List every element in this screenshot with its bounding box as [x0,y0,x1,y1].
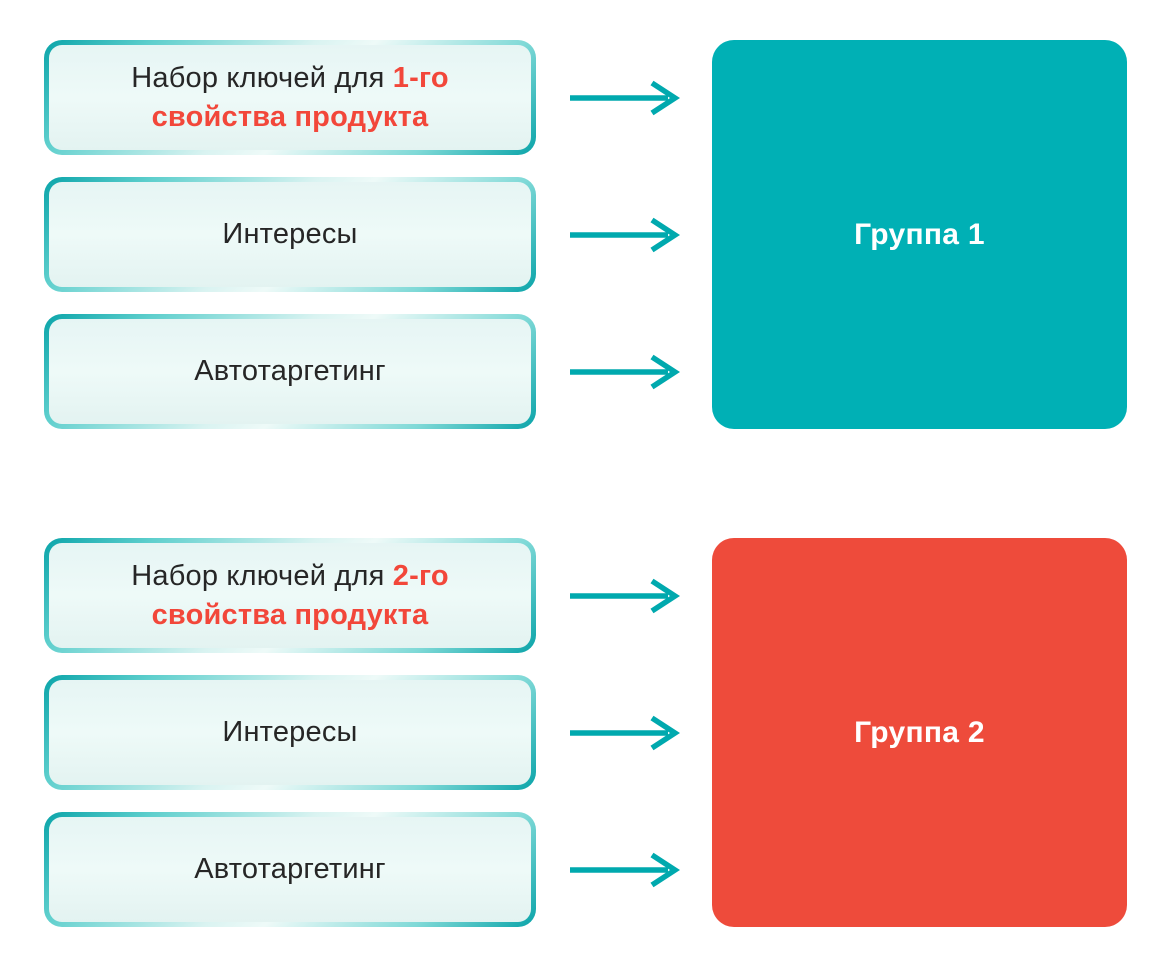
arrow-keys-to-group-2 [536,538,712,653]
right-arrow-icon [570,354,680,389]
group-1-square: Группа 1 [712,40,1127,429]
keys-box-group-1-inner: Набор ключей для 1-го свойства продукта [49,45,531,150]
keys-text-highlight: 1-го [392,62,449,95]
interests-box-group-2: Интересы [44,675,536,790]
right-arrow-icon [570,80,680,115]
autotargeting-box-group-1-label: Автотаргетинг [194,355,386,388]
keys-box-group-1-label: Набор ключей для 1-го свойства продукта [131,59,449,136]
keys-text-dark: Набор ключей для [131,560,393,593]
group-2-section: Набор ключей для 2-го свойства продукта И… [44,538,1176,927]
keys-box-group-2: Набор ключей для 2-го свойства продукта [44,538,536,653]
arrow-keys-to-group-1 [536,40,712,155]
autotargeting-box-group-2-inner: Автотаргетинг [49,817,531,922]
keys-box-group-1: Набор ключей для 1-го свойства продукта [44,40,536,155]
interests-box-group-1-inner: Интересы [49,182,531,287]
interests-box-group-2-label: Интересы [222,716,358,749]
right-arrow-icon [570,578,680,613]
autotargeting-box-group-1-inner: Автотаргетинг [49,319,531,424]
arrow-interests-to-group-2 [536,675,712,790]
keys-text-dark: Набор ключей для [131,62,393,95]
arrow-autotargeting-to-group-1 [536,314,712,429]
group-2-square: Группа 2 [712,538,1127,927]
arrow-interests-to-group-1 [536,177,712,292]
right-arrow-icon [570,715,680,750]
group-1-square-label: Группа 1 [854,217,985,251]
keys-box-group-2-inner: Набор ключей для 2-го свойства продукта [49,543,531,648]
keys-text-line2: свойства продукта [151,100,429,133]
autotargeting-box-group-1: Автотаргетинг [44,314,536,429]
autotargeting-box-group-2-label: Автотаргетинг [194,853,386,886]
keys-text-highlight: 2-го [392,560,449,593]
autotargeting-box-group-2: Автотаргетинг [44,812,536,927]
group-2-square-label: Группа 2 [854,715,985,749]
group-1-section: Набор ключей для 1-го свойства продукта И… [44,40,1176,429]
interests-box-group-2-inner: Интересы [49,680,531,785]
interests-box-group-1: Интересы [44,177,536,292]
keys-text-line2: свойства продукта [151,598,429,631]
interests-box-group-1-label: Интересы [222,218,358,251]
arrow-autotargeting-to-group-2 [536,812,712,927]
right-arrow-icon [570,217,680,252]
keys-box-group-2-label: Набор ключей для 2-го свойства продукта [131,557,449,634]
right-arrow-icon [570,852,680,887]
